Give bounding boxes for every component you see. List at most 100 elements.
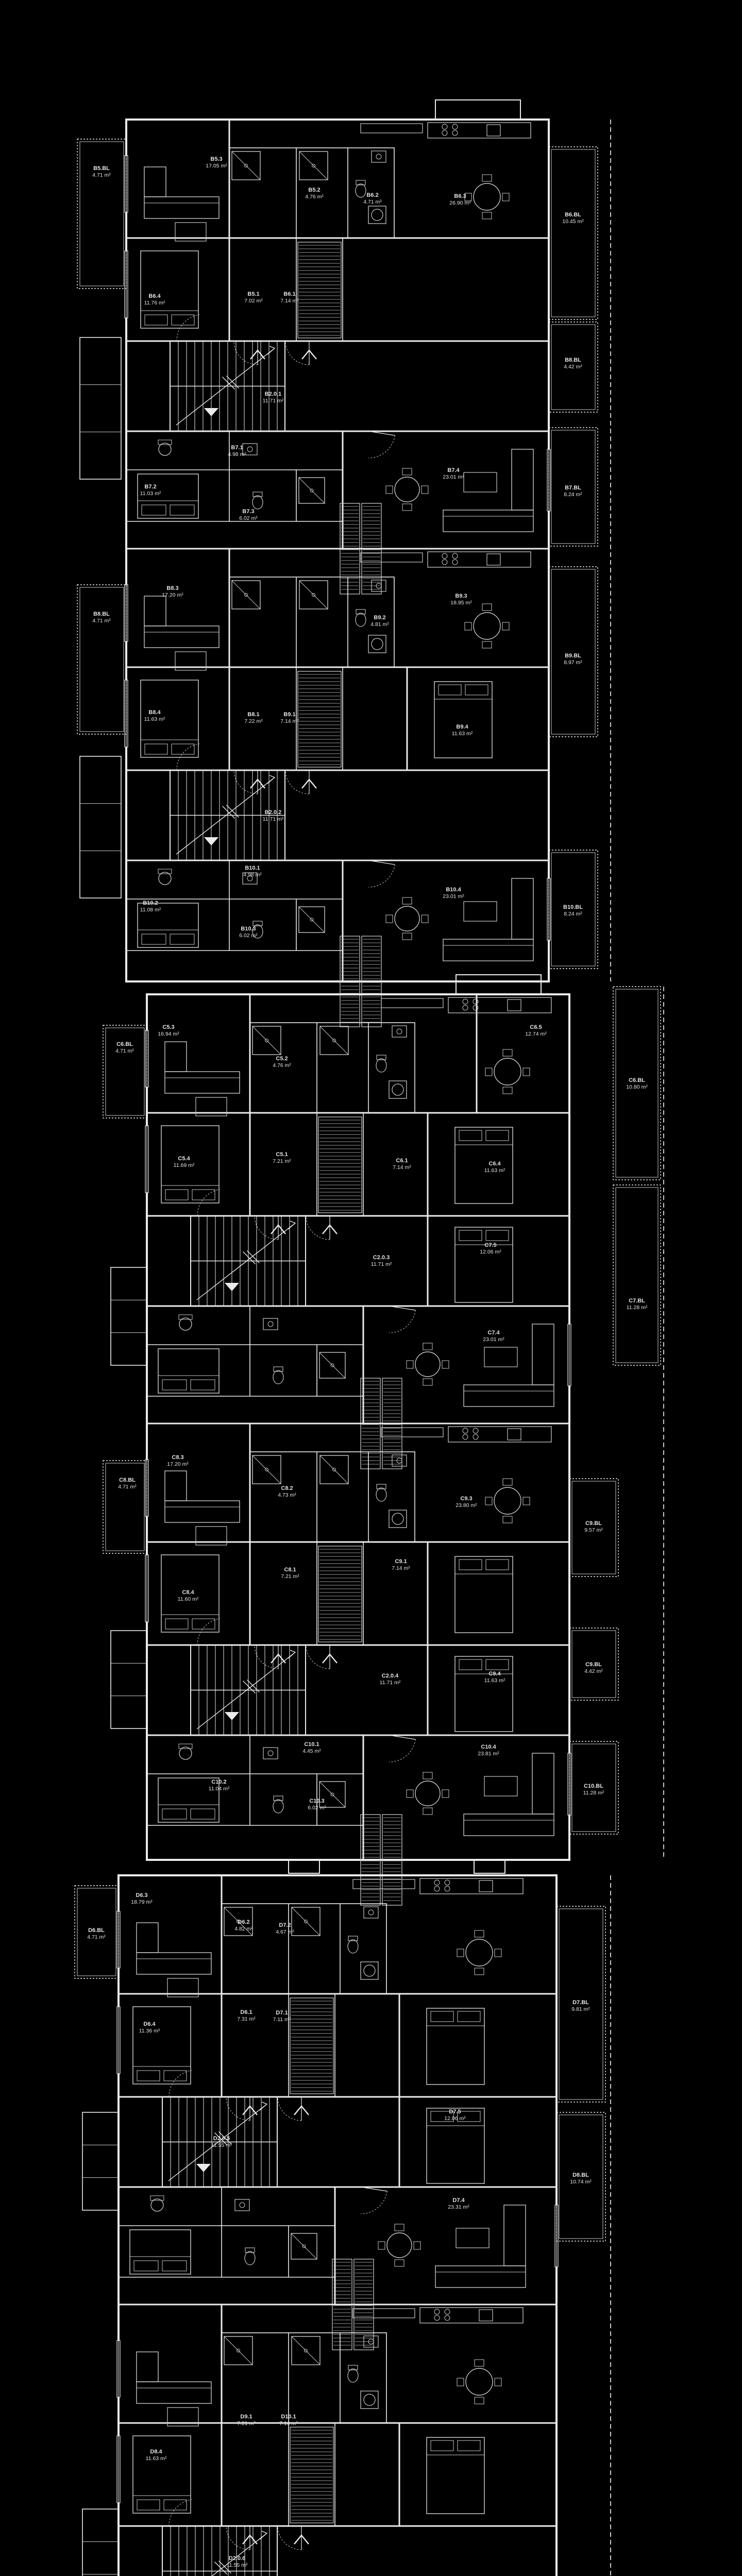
furniture-sofa xyxy=(136,1952,212,1975)
furniture-chair xyxy=(179,1747,192,1760)
building-outline xyxy=(117,1874,558,2576)
room-area-C5.1: 7.21 m² xyxy=(273,1158,291,1164)
furniture-chair-back xyxy=(158,869,172,874)
room-label-B9.3: B9.3 xyxy=(455,593,467,599)
room-area-D2.0.6: 11.55 m² xyxy=(227,2562,248,2568)
kitchen-sink xyxy=(486,553,501,566)
room-area-B6.2: 4.71 m² xyxy=(363,199,382,205)
window-bay xyxy=(82,2112,119,2211)
stair-arrowhead xyxy=(259,2531,268,2540)
room-area-C6.4: 11.63 m² xyxy=(484,1167,505,1174)
furniture-coffee-table xyxy=(484,1347,518,1367)
fixture-toilet xyxy=(244,2251,256,2265)
fixture-shower-diag xyxy=(224,1907,253,1936)
kitchen-sink xyxy=(479,2309,493,2321)
furniture-bed xyxy=(454,1656,513,1732)
room-area-D6.1: 7.31 m² xyxy=(237,2016,256,2022)
furniture-circle xyxy=(452,124,458,130)
room-label-B9.4: B9.4 xyxy=(456,724,468,730)
room-area-B10.4: 23.01 m² xyxy=(443,893,464,900)
furniture-dining-table xyxy=(394,477,420,502)
fixture-shower xyxy=(298,906,325,933)
room-label-B10.1: B10.1 xyxy=(245,865,260,871)
fixture-shower-diag xyxy=(291,2233,317,2260)
exit-arrow-icon xyxy=(204,408,218,416)
room-label-D2.0.5: D2.0.5 xyxy=(213,2136,230,2142)
furniture-coffee-table xyxy=(175,222,207,242)
furniture-sofa xyxy=(443,510,534,532)
wardrobe xyxy=(290,2427,334,2523)
furniture-circle xyxy=(462,1434,468,1440)
furniture-chair xyxy=(158,872,172,885)
furniture-sideboard xyxy=(381,1427,444,1437)
fixture-shower-diag xyxy=(252,1026,281,1055)
door-swing xyxy=(285,771,310,794)
room-label-C7.4: C7.4 xyxy=(487,1330,500,1336)
furniture-circle xyxy=(444,2309,450,2315)
furniture-pillow xyxy=(430,2011,454,2022)
balcony-inner xyxy=(79,141,124,286)
fixture-drain xyxy=(310,918,314,922)
room-label-B10.3: B10.3 xyxy=(241,926,256,932)
furniture-circle xyxy=(452,130,458,136)
kitchen-counter xyxy=(427,122,531,139)
fixture-washer-drum xyxy=(392,1513,404,1525)
furniture-circle xyxy=(442,124,448,130)
bath-block xyxy=(249,1451,415,1543)
room-area-B9.4: 11.63 m² xyxy=(452,731,473,737)
balcony-inner xyxy=(571,1743,616,1832)
room-area-D2.0.5: 11.55 m² xyxy=(211,2142,232,2148)
room-label-B7.3: B7.3 xyxy=(242,509,254,515)
room-label-C10.4: C10.4 xyxy=(481,1744,496,1750)
furniture-sideboard xyxy=(360,552,423,563)
wardrobe xyxy=(297,671,342,768)
furniture-pillow xyxy=(485,1230,509,1241)
room-area-D7.BL: 9.81 m² xyxy=(571,2006,590,2012)
furniture-circle xyxy=(434,2309,440,2315)
fixture-toilet xyxy=(355,613,366,627)
room-label-C10.1: C10.1 xyxy=(304,1741,319,1748)
furniture-pillow xyxy=(192,1189,215,1200)
furniture-bed xyxy=(454,1127,513,1204)
furniture-pillow xyxy=(165,1618,189,1630)
door-swing xyxy=(277,2097,302,2121)
furniture-bed-small xyxy=(137,473,199,519)
fixture-toilet xyxy=(252,924,263,939)
room-label-C10.3: C10.3 xyxy=(309,1798,324,1804)
room-area-D10.1: 7.14 m² xyxy=(279,2420,298,2427)
room-area-C6.1: 7.14 m² xyxy=(393,1164,411,1171)
fixture-toilet xyxy=(376,1058,387,1073)
fixture-shower-diag xyxy=(298,477,325,504)
room-label-C6.1: C6.1 xyxy=(396,1158,408,1164)
furniture-bed xyxy=(454,1556,513,1633)
furniture-chair xyxy=(385,914,393,923)
furniture-chair xyxy=(421,914,429,923)
room-area-B5.2: 4.76 m² xyxy=(305,194,324,200)
fixture-shower xyxy=(231,580,261,609)
kitchen-counter xyxy=(419,1878,524,1894)
fixture-shower-diag xyxy=(319,1455,349,1484)
furniture-chair xyxy=(385,485,393,494)
furniture-bed xyxy=(434,681,493,758)
fixture-sink xyxy=(363,2335,379,2348)
room-area-B8.BL: 4.42 m² xyxy=(564,364,582,370)
furniture-chair xyxy=(423,1772,433,1780)
room-area-D8.BL: 10.74 m² xyxy=(570,2179,592,2185)
furniture-coffee-table xyxy=(463,472,497,493)
fixture-toilet xyxy=(252,495,263,510)
furniture-coffee-table xyxy=(456,2228,490,2248)
door-swing xyxy=(226,2527,250,2550)
furniture-chair xyxy=(464,622,472,631)
fixture-shower xyxy=(319,1455,349,1484)
room-area-C6.BL: 4.71 m² xyxy=(115,1048,134,1054)
fixture-shower xyxy=(231,151,261,180)
furniture-dining-table xyxy=(494,1058,521,1086)
furniture-sofa xyxy=(443,939,534,961)
room-area-B6.1: 7.14 m² xyxy=(280,298,299,304)
room-label-B10.BL: B10.BL xyxy=(563,904,583,910)
room-label-D6.1: D6.1 xyxy=(240,2009,252,2015)
fixture-sink-drain xyxy=(247,875,253,882)
room-label-C9.1: C9.1 xyxy=(395,1558,407,1565)
room-label-B8.3: B8.3 xyxy=(166,585,178,591)
fixture-toilet xyxy=(273,1799,284,1814)
